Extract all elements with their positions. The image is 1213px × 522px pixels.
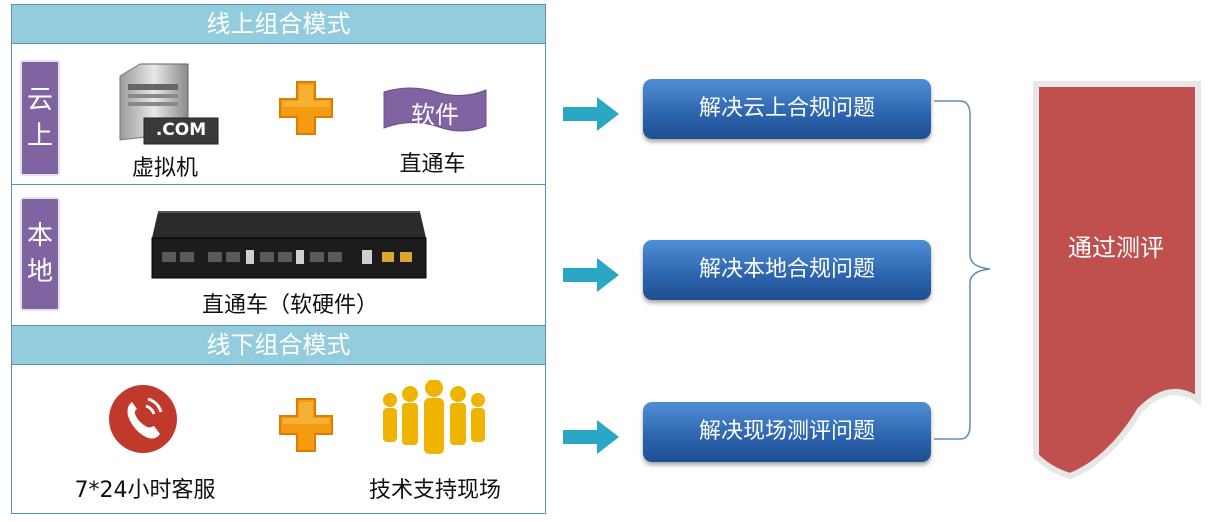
vm-label: 虚拟机 xyxy=(131,156,198,181)
plus-icon xyxy=(278,397,334,453)
arrow-right-icon xyxy=(563,420,619,454)
cloud-tag: 云上 xyxy=(20,60,60,176)
people-icon xyxy=(378,379,490,460)
offline-mode-header: 线下组合模式 xyxy=(11,325,546,365)
service-label: 7*24小时客服 xyxy=(74,478,216,503)
software-badge: 软件 xyxy=(411,101,459,129)
device-label: 直通车（软硬件） xyxy=(201,293,378,318)
arrow-right-icon xyxy=(563,258,619,292)
plus-icon xyxy=(278,80,334,136)
outcome-label: 通过测评 xyxy=(1068,234,1164,262)
network-device-icon xyxy=(150,206,428,280)
local-tag-label: 本地 xyxy=(27,221,54,287)
phone-icon xyxy=(108,384,178,454)
online-mode-header: 线上组合模式 xyxy=(11,4,546,44)
server-icon xyxy=(110,62,220,148)
result-local-compliance: 解决本地合规问题 xyxy=(643,240,931,300)
software-banner-icon xyxy=(380,84,490,138)
local-tag: 本地 xyxy=(20,197,60,311)
vm-badge: .COM xyxy=(155,120,207,140)
onsite-label: 技术支持现场 xyxy=(368,478,501,503)
result-cloud-compliance: 解决云上合规问题 xyxy=(643,79,931,139)
software-label: 直通车 xyxy=(399,152,466,177)
brace-connector xyxy=(930,95,1020,445)
arrow-right-icon xyxy=(563,97,619,131)
cloud-tag-label: 云上 xyxy=(27,85,54,151)
result-onsite-evaluation: 解决现场测评问题 xyxy=(643,402,931,462)
outcome-banner xyxy=(1030,80,1202,480)
